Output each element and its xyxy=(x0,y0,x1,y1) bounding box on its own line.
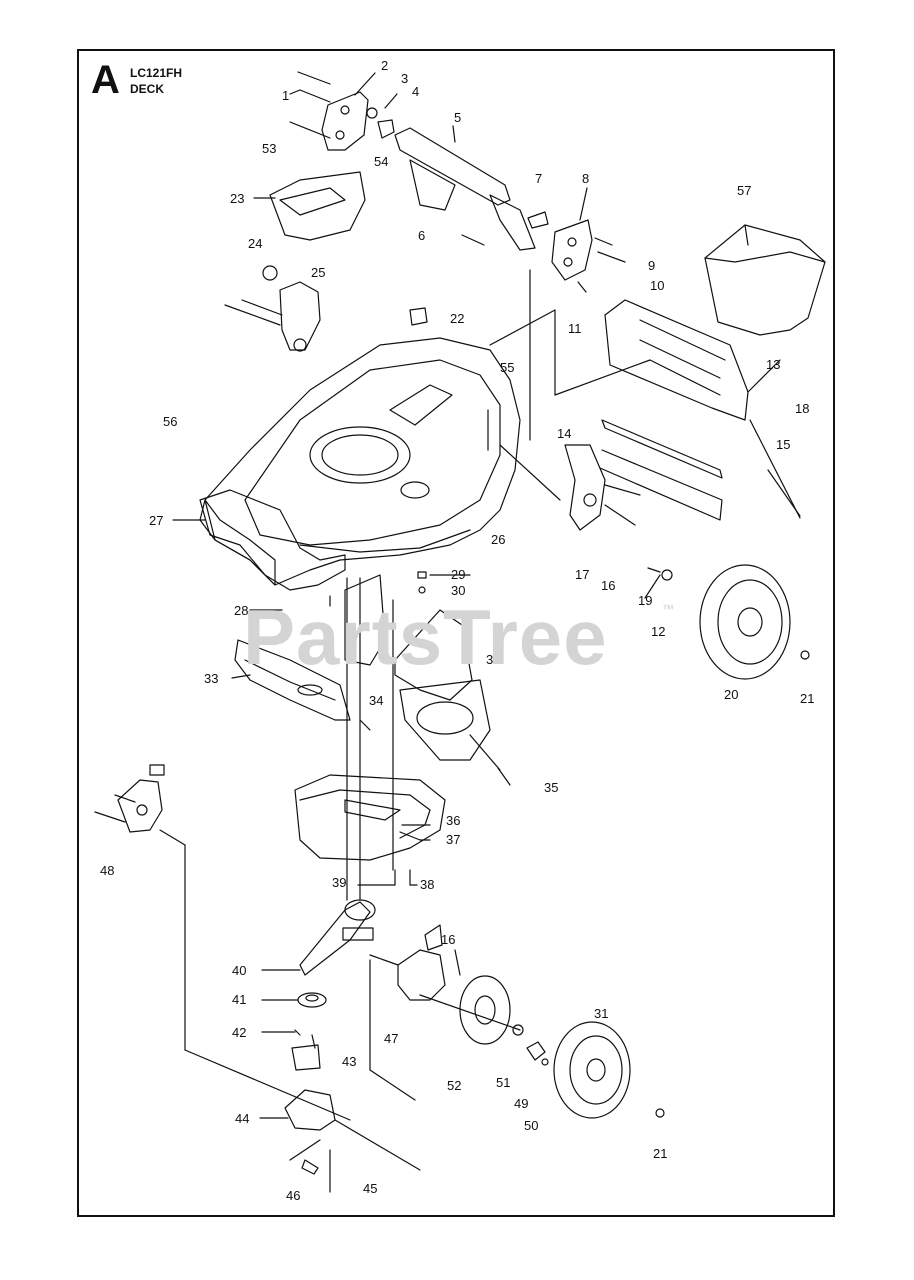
part-label-23[interactable]: 23 xyxy=(230,191,244,206)
part-label-4[interactable]: 4 xyxy=(412,84,419,99)
handle-bracket-left xyxy=(321,91,369,151)
part-label-40[interactable]: 40 xyxy=(232,963,246,978)
part-label-16-rear[interactable]: 16 xyxy=(441,932,455,947)
part-label-30[interactable]: 30 xyxy=(451,583,465,598)
part-label-53[interactable]: 53 xyxy=(262,141,276,156)
mower-deck xyxy=(199,337,521,586)
part-label-45[interactable]: 45 xyxy=(363,1181,377,1196)
part-label-37[interactable]: 37 xyxy=(446,832,460,847)
rear-wheel-left xyxy=(553,1021,631,1119)
model-number: LC121FH xyxy=(130,66,183,80)
part-label-32[interactable]: 32 xyxy=(486,652,500,667)
part-label-17[interactable]: 17 xyxy=(575,567,589,582)
part-label-29[interactable]: 29 xyxy=(451,567,465,582)
part-label-31[interactable]: 31 xyxy=(594,1006,608,1021)
part-label-19[interactable]: 19 xyxy=(638,593,652,608)
part-label-10[interactable]: 10 xyxy=(650,278,664,293)
part-label-12[interactable]: 12 xyxy=(651,624,665,639)
grass-bag xyxy=(704,224,826,336)
part-label-14[interactable]: 14 xyxy=(557,426,571,441)
part-label-2[interactable]: 2 xyxy=(381,58,388,73)
watermark-trademark: ™ xyxy=(662,602,674,616)
grass-bag-frame xyxy=(604,299,749,421)
part-label-55[interactable]: 55 xyxy=(500,360,514,375)
drive-belt xyxy=(299,901,371,976)
part-label-8[interactable]: 8 xyxy=(582,171,589,186)
diagram-title: DECK xyxy=(130,82,165,96)
part-label-50[interactable]: 50 xyxy=(524,1118,538,1133)
part-label-22[interactable]: 22 xyxy=(450,311,464,326)
part-label-43[interactable]: 43 xyxy=(342,1054,356,1069)
part-label-15[interactable]: 15 xyxy=(776,437,790,452)
part-label-20[interactable]: 20 xyxy=(724,687,738,702)
part-label-16[interactable]: 16 xyxy=(601,578,615,593)
part-label-33[interactable]: 33 xyxy=(204,671,218,686)
part-label-54[interactable]: 54 xyxy=(374,154,388,169)
part-label-56[interactable]: 56 xyxy=(163,414,177,429)
part-label-49[interactable]: 49 xyxy=(514,1096,528,1111)
part-label-24[interactable]: 24 xyxy=(248,236,262,251)
part-label-52[interactable]: 52 xyxy=(447,1078,461,1093)
part-label-9[interactable]: 9 xyxy=(648,258,655,273)
part-label-47[interactable]: 47 xyxy=(384,1031,398,1046)
section-letter: A xyxy=(91,58,120,102)
rear-wheel-right xyxy=(699,564,791,680)
hubcap xyxy=(459,975,511,1045)
part-label-57[interactable]: 57 xyxy=(737,183,751,198)
part-label-21[interactable]: 21 xyxy=(800,691,814,706)
part-label-41[interactable]: 41 xyxy=(232,992,246,1007)
part-label-44[interactable]: 44 xyxy=(235,1111,249,1126)
part-label-34[interactable]: 34 xyxy=(369,693,383,708)
part-label-39[interactable]: 39 xyxy=(332,875,346,890)
part-label-35[interactable]: 35 xyxy=(544,780,558,795)
watermark-text: PartsTree xyxy=(243,593,608,681)
part-label-1[interactable]: 1 xyxy=(282,88,289,103)
part-label-51[interactable]: 51 xyxy=(496,1075,510,1090)
part-label-6[interactable]: 6 xyxy=(418,228,425,243)
part-label-3[interactable]: 3 xyxy=(401,71,408,86)
part-label-46[interactable]: 46 xyxy=(286,1188,300,1203)
part-label-48[interactable]: 48 xyxy=(100,863,114,878)
part-label-18[interactable]: 18 xyxy=(795,401,809,416)
part-label-5[interactable]: 5 xyxy=(454,110,461,125)
part-label-28[interactable]: 28 xyxy=(234,603,248,618)
part-label-11[interactable]: 11 xyxy=(568,321,582,336)
part-label-7[interactable]: 7 xyxy=(535,171,542,186)
part-label-25[interactable]: 25 xyxy=(311,265,325,280)
diagram-frame xyxy=(77,49,835,1217)
handle-tube xyxy=(394,127,511,206)
part-label-13[interactable]: 13 xyxy=(766,357,780,372)
part-label-42[interactable]: 42 xyxy=(232,1025,246,1040)
part-label-38[interactable]: 38 xyxy=(420,877,434,892)
part-label-27[interactable]: 27 xyxy=(149,513,163,528)
part-label-21-rear[interactable]: 21 xyxy=(653,1146,667,1161)
part-label-26[interactable]: 26 xyxy=(491,532,505,547)
part-label-36[interactable]: 36 xyxy=(446,813,460,828)
top-cover xyxy=(269,171,366,241)
